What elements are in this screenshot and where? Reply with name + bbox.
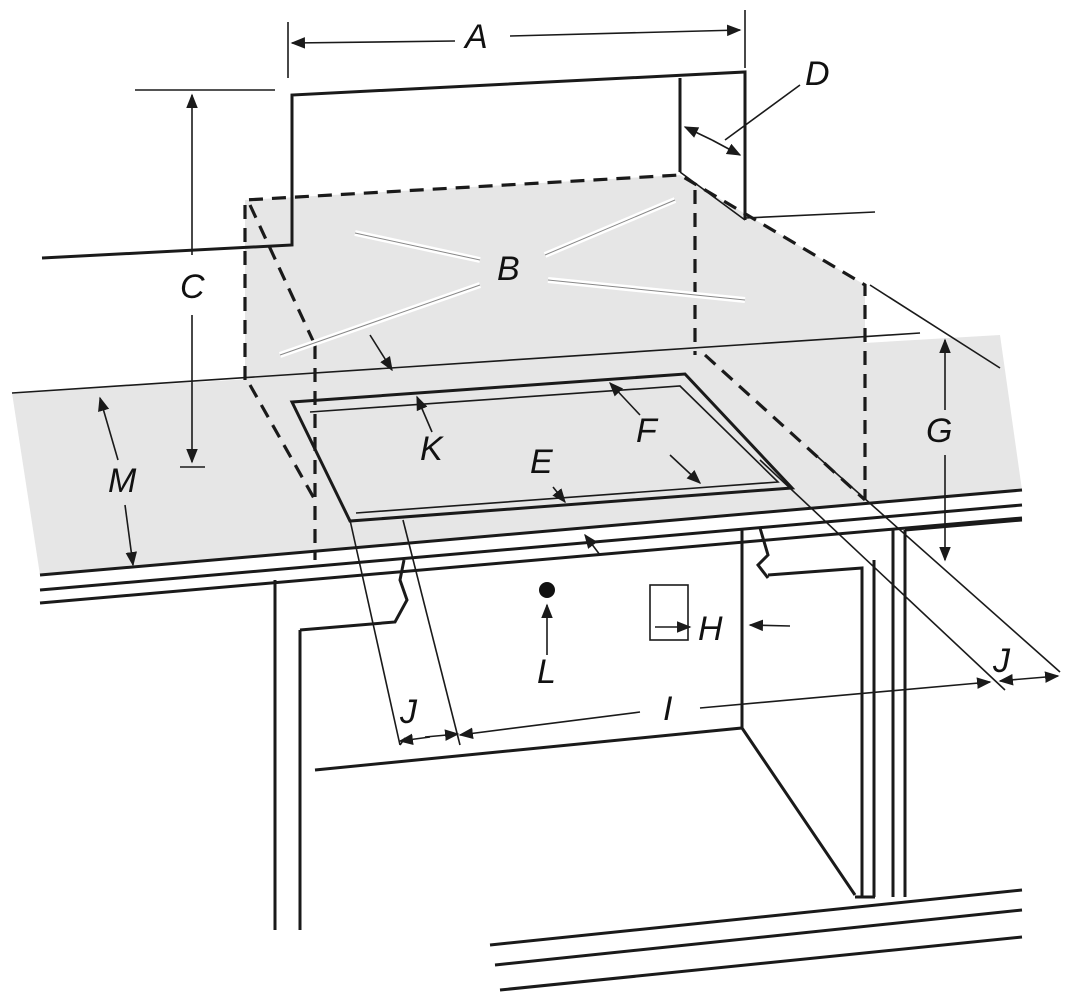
dim-m bbox=[98, 396, 137, 567]
cooktop-footprint bbox=[245, 175, 865, 500]
label-j-right: J bbox=[992, 642, 1011, 680]
dim-j-left bbox=[349, 519, 461, 746]
label-d: D bbox=[805, 55, 830, 93]
countertop bbox=[12, 335, 1022, 575]
label-i: I bbox=[663, 690, 673, 728]
dim-i bbox=[458, 677, 992, 740]
location-point-l bbox=[539, 582, 555, 655]
cooktop-dashed-outline bbox=[243, 173, 867, 560]
dim-h bbox=[655, 619, 791, 633]
dim-setback bbox=[369, 334, 601, 556]
lower-cabinet bbox=[273, 518, 1023, 992]
right-side-lines bbox=[759, 284, 1061, 691]
countertop-cutout bbox=[289, 372, 796, 523]
dim-c bbox=[135, 89, 275, 468]
dim-a bbox=[287, 10, 746, 78]
diagram-labels: A B C D E F G H I J J K L M bbox=[108, 18, 1011, 731]
label-l: L bbox=[537, 653, 556, 691]
electrical-box bbox=[649, 584, 689, 641]
label-e: E bbox=[530, 443, 553, 481]
countertop-edges bbox=[11, 332, 1023, 605]
label-g: G bbox=[926, 412, 952, 450]
label-m: M bbox=[108, 462, 137, 500]
dim-k bbox=[416, 395, 433, 433]
label-a: A bbox=[463, 18, 488, 56]
dim-f bbox=[609, 381, 702, 484]
label-j-left: J bbox=[399, 693, 418, 731]
label-k: K bbox=[420, 430, 444, 468]
dim-j-right bbox=[998, 671, 1060, 686]
label-f: F bbox=[636, 412, 659, 450]
label-c: C bbox=[180, 268, 205, 306]
b-cross-lines bbox=[279, 197, 746, 358]
label-b: B bbox=[497, 250, 520, 288]
label-h: H bbox=[698, 610, 723, 648]
dim-e bbox=[552, 486, 566, 504]
dim-d bbox=[683, 84, 801, 156]
